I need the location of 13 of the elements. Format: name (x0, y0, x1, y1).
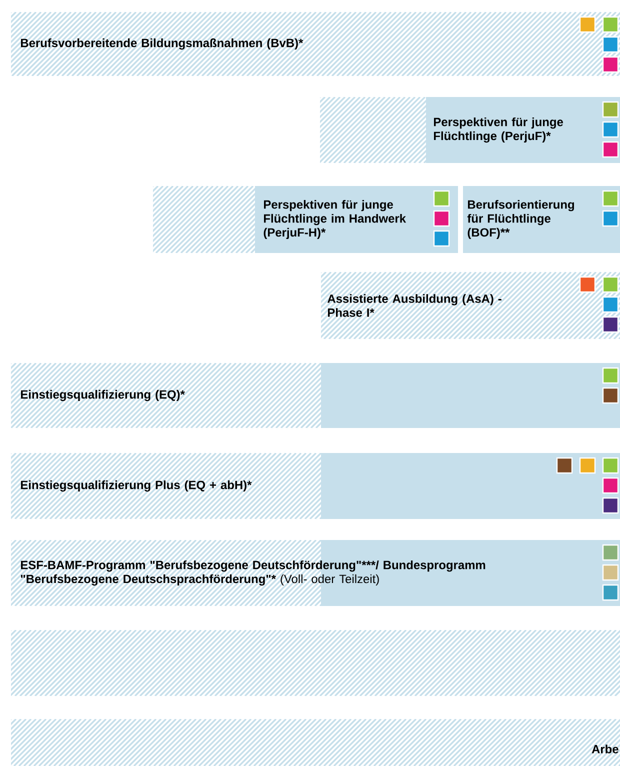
program-bar: Berufsorientierung für Flüchtlinge (BOF)** (463, 186, 620, 253)
node-label: Einstiegsqualifizierung Plus (EQ + abH)* (20, 480, 252, 492)
program-bar: Assistierte Ausbildung (AsA) - Phase I* (321, 272, 620, 339)
program-bar: Arbe (11, 719, 620, 766)
node-label: Einstiegsqualifizierung (EQ)* (20, 390, 185, 402)
program-bar (11, 630, 620, 696)
program-bar: Einstiegsqualifizierung Plus (EQ + abH)* (11, 453, 620, 519)
program-bar: Perspektiven für junge Flüchtlinge (PerjuF)* (320, 97, 620, 163)
node-label: "Berufsbezogene Deutschsprachförderung"* (20, 574, 276, 586)
program-bar: Berufsvorbereitende Bildungsmaßnahmen (BvB)* (11, 12, 620, 76)
program-bar: Perspektiven für junge Flüchtlinge im Handwerk (PerjuF-H)* (153, 186, 458, 253)
program-bar: ESF-BAMF-Programm "Berufsbezogene Deutschförderung"***/ Bundesprogramm "Berufsbezogene Deutschsprachförderung"* (Voll- oder Teilzeit) (11, 540, 620, 606)
program-bar: Einstiegsqualifizierung (EQ)* (11, 363, 620, 428)
